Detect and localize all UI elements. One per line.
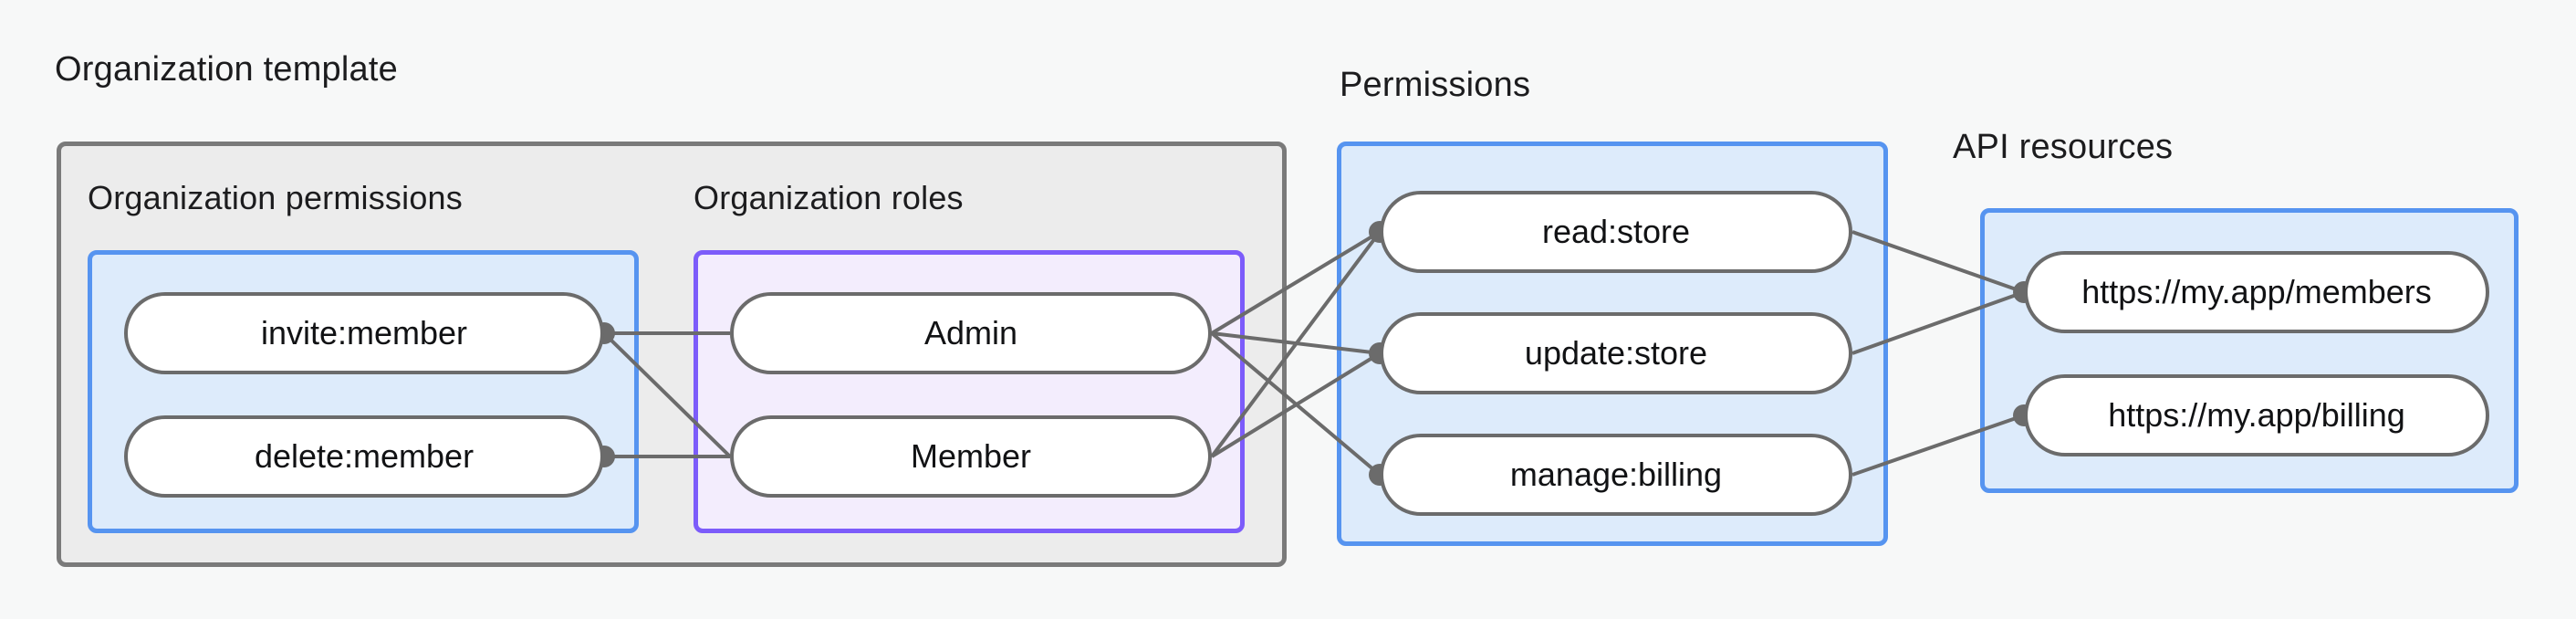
node-label: manage:billing — [1509, 456, 1723, 493]
node-label: Member — [910, 437, 1032, 475]
node-delete-member[interactable]: delete:member — [124, 415, 604, 498]
node-read-store[interactable]: read:store — [1380, 191, 1852, 273]
group-label-permissions: Permissions — [1340, 66, 1531, 104]
node-label: update:store — [1524, 334, 1708, 372]
node-role-admin[interactable]: Admin — [730, 292, 1212, 374]
node-update-store[interactable]: update:store — [1380, 312, 1852, 394]
node-api-billing[interactable]: https://my.app/billing — [2024, 374, 2489, 456]
group-label-api-resources: API resources — [1953, 128, 2174, 166]
node-label: read:store — [1541, 213, 1691, 250]
node-api-members[interactable]: https://my.app/members — [2024, 251, 2489, 333]
group-label-organization-template: Organization template — [55, 50, 398, 89]
node-label: https://my.app/members — [2081, 273, 2432, 310]
group-label-organization-roles: Organization roles — [694, 179, 964, 216]
node-manage-billing[interactable]: manage:billing — [1380, 434, 1852, 516]
node-invite-member[interactable]: invite:member — [124, 292, 604, 374]
node-label: invite:member — [260, 314, 468, 351]
node-role-member[interactable]: Member — [730, 415, 1212, 498]
node-label: Admin — [923, 314, 1018, 351]
node-label: https://my.app/billing — [2108, 396, 2405, 434]
node-label: delete:member — [254, 437, 475, 475]
group-label-organization-permissions: Organization permissions — [88, 179, 463, 216]
